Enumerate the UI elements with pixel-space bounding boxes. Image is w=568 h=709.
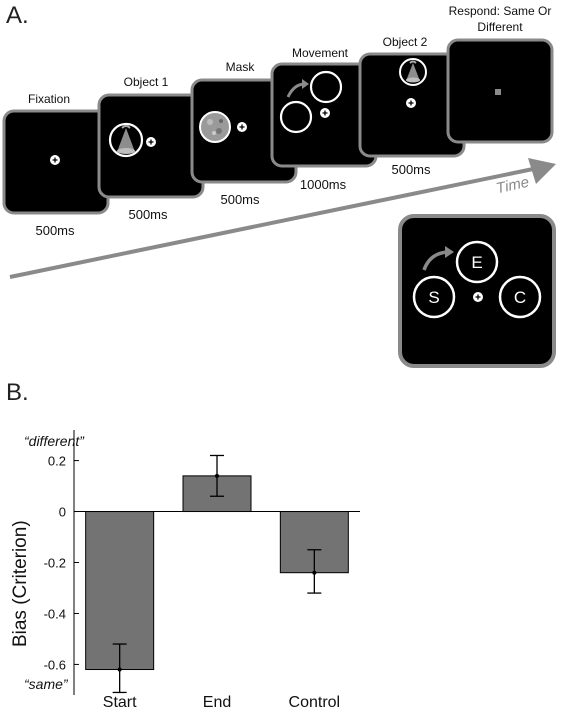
frame-label-mask: Mask — [225, 60, 255, 74]
inset-label-start: S — [428, 288, 439, 307]
frame-label-respond-line2: Different — [477, 20, 523, 34]
chart-y-axis-label: Bias (Criterion) — [10, 520, 31, 647]
frame-label-object-1: Object 1 — [123, 75, 169, 89]
duration-movement: 1000ms — [299, 177, 347, 192]
y-tick-label: -0.6 — [44, 657, 66, 672]
duration-fixation: 500ms — [35, 223, 75, 238]
frame-label-fixation: Fixation — [27, 92, 71, 106]
frame-fixation — [2, 109, 110, 215]
duration-mask: 500ms — [220, 192, 260, 207]
y-tick-label: -0.4 — [44, 606, 66, 621]
y-tick-label: -0.2 — [44, 556, 66, 571]
chart-bars — [85, 454, 349, 694]
x-tick-label-start: Start — [103, 694, 137, 709]
mean-point — [117, 667, 122, 672]
time-arrow — [9, 158, 556, 279]
bias-bar-chart: -0.6 -0.4 -0.2 0 0.2 Start End Control Bias (C… — [10, 430, 360, 709]
duration-object-2: 500ms — [391, 162, 431, 177]
y-tick-label: 0 — [59, 505, 66, 520]
inset-label-control: C — [514, 288, 526, 307]
bar-start — [85, 511, 155, 671]
frame-respond — [446, 38, 554, 144]
frame-label-movement: Movement — [291, 46, 349, 60]
trial-sequence-diagram: S E C — [2, 38, 556, 368]
frame-label-respond-line1: Respond: Same Or — [448, 4, 552, 18]
annotation-same: “same” — [24, 676, 69, 692]
inset-label-end: E — [471, 253, 482, 272]
chart-y-ticks: -0.6 -0.4 -0.2 0 0.2 — [44, 454, 79, 672]
chart-x-tick-labels: Start End Control — [103, 694, 340, 709]
mean-point — [312, 570, 317, 575]
frame-object-1 — [97, 93, 205, 199]
x-tick-label-control: Control — [289, 694, 341, 709]
x-tick-label-end: End — [203, 694, 231, 709]
frame-label-object-2: Object 2 — [382, 35, 428, 49]
mean-point — [215, 473, 219, 478]
y-tick-label: 0.2 — [48, 454, 66, 469]
location-inset: S E C — [398, 214, 556, 368]
panel-a-letter: A. — [6, 2, 29, 29]
duration-object-1: 500ms — [128, 207, 168, 222]
panel-b-letter: B. — [6, 379, 29, 406]
annotation-different: “different” — [24, 433, 85, 449]
